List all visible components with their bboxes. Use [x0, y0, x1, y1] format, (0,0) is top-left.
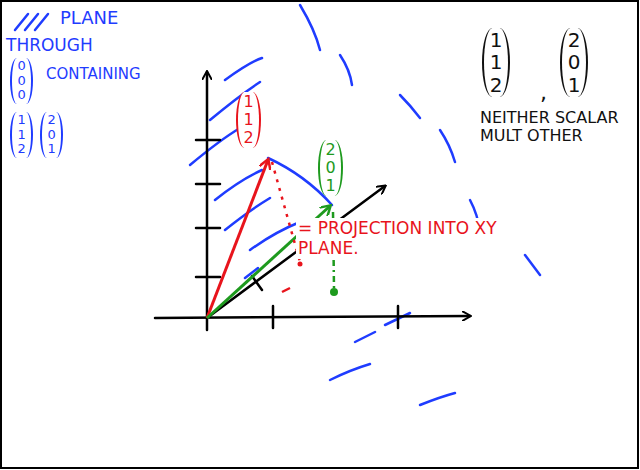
vector-brackets: 1 1 2 — [482, 28, 510, 97]
column-vector: 1 1 2 — [489, 29, 503, 96]
vector-brackets: 2 0 1 — [40, 112, 63, 158]
vector-brackets: 1 1 2 — [236, 92, 261, 148]
vector-brackets: 1 1 2 — [10, 112, 33, 158]
vector-brackets: 2 0 1 — [318, 140, 343, 196]
spanning-vector: 2 0 1 — [47, 113, 56, 157]
spanning-vector: 1 1 2 — [17, 113, 26, 157]
plane-note: CONTAINING — [46, 66, 141, 83]
vector-label: 1 1 2 — [243, 93, 254, 147]
separator-comma: , — [540, 80, 547, 105]
vector-brackets: 0 0 0 — [10, 58, 33, 104]
plane-note: PLANE — [60, 8, 118, 29]
column-vector: 2 0 1 — [567, 29, 581, 96]
independence-note: NEITHER SCALAR MULT OTHER — [478, 108, 632, 147]
origin-vector: 0 0 0 — [17, 59, 26, 103]
vector-label: 2 0 1 — [325, 141, 336, 195]
plane-note: THROUGH — [6, 36, 93, 56]
vector-brackets: 2 0 1 — [560, 28, 588, 97]
projection-note: = PROJECTION INTO XY PLANE. — [296, 218, 515, 259]
